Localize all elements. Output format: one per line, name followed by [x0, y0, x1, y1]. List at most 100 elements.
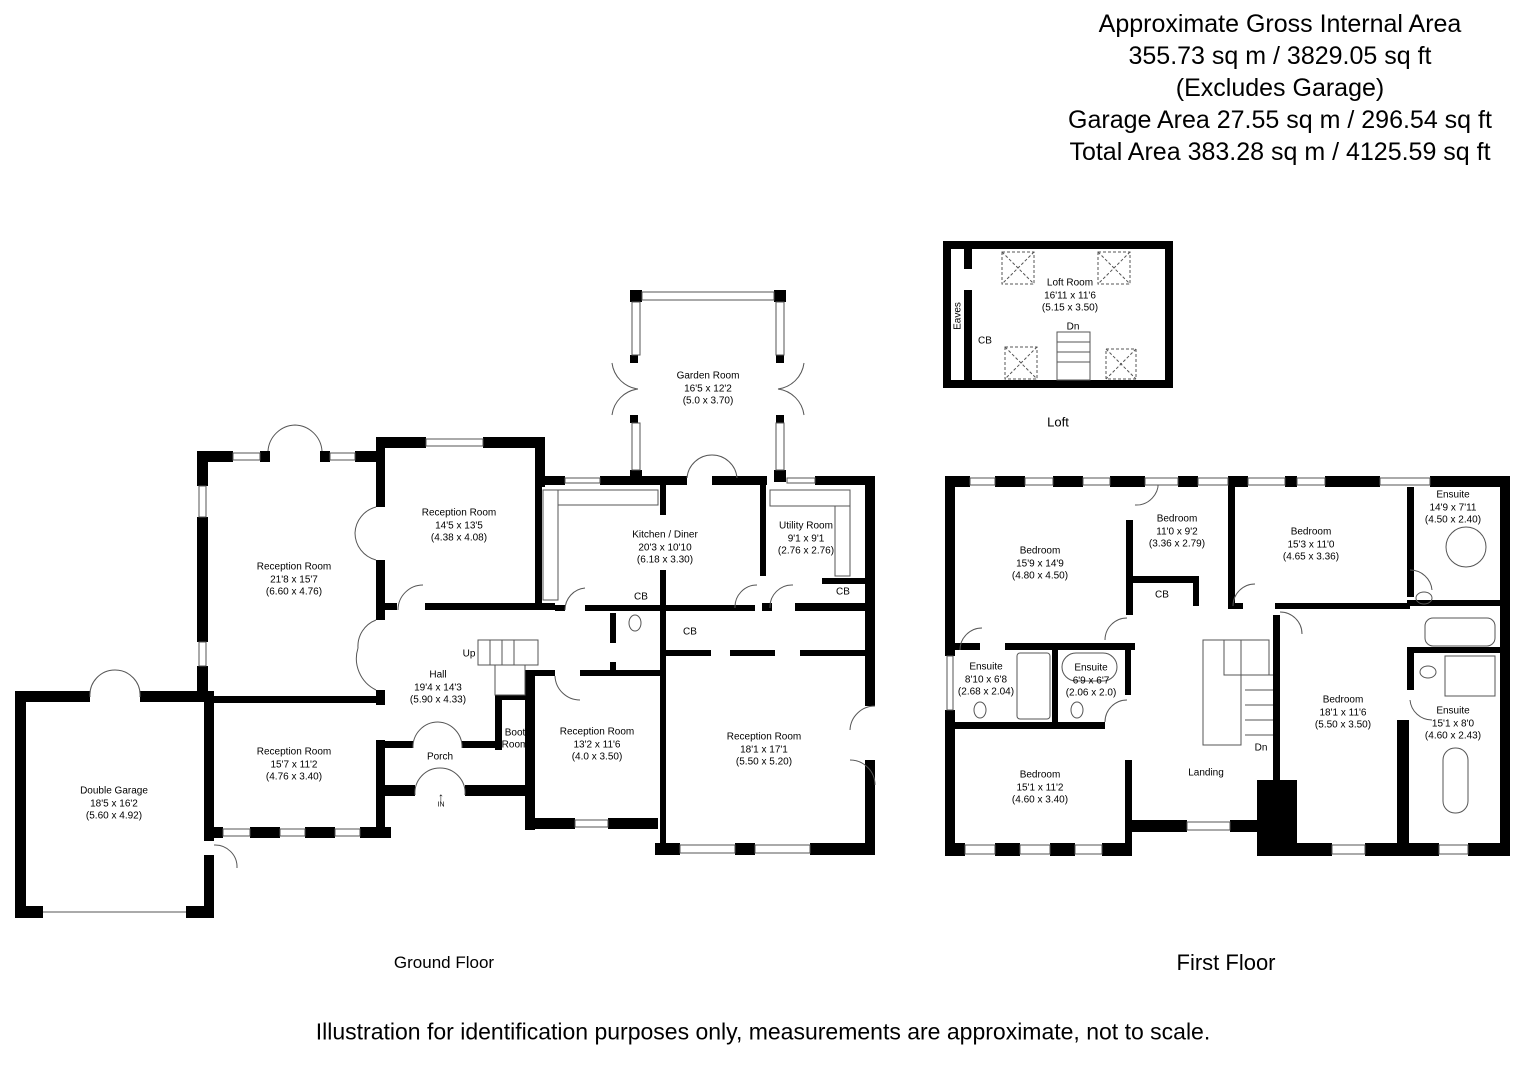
excludes-garage-note: (Excludes Garage): [1175, 74, 1385, 102]
room-dimensions-imperial: 18'1 x 11'6: [1319, 706, 1367, 718]
area-summary: Approximate Gross Internal Area 355.73 s…: [1040, 8, 1520, 168]
room-label-reception-room-5: Reception Room 18'1 x 17'1 (5.50 x 5.20): [727, 731, 801, 769]
hall-stairs: [477, 639, 539, 666]
loft-walls: [943, 241, 1173, 388]
room-dimensions-imperial: 6'9 x 6'7: [1072, 674, 1110, 686]
loft-title: Loft: [1047, 414, 1069, 430]
room-dimensions-metric: (5.60 x 4.92): [85, 810, 143, 822]
room-label-garden-room: Garden Room 16'5 x 12'2 (5.0 x 3.70): [677, 370, 740, 408]
room-name: Bedroom: [1290, 526, 1332, 538]
ground-floor-walls: [15, 290, 875, 918]
room-label-ensuite-4: Ensuite 15'1 x 8'0 (4.60 x 2.43): [1425, 705, 1481, 743]
landing-label: Landing: [1188, 767, 1224, 779]
landing-stairs: [1202, 639, 1242, 746]
loft-skylights: [1001, 251, 1137, 380]
room-name: Reception Room: [256, 561, 332, 573]
room-dimensions-imperial: 13'2 x 11'6: [573, 738, 621, 750]
shower-tray: [1016, 652, 1051, 720]
room-dimensions-metric: (4.60 x 3.40): [1011, 794, 1069, 806]
room-dimensions-imperial: 20'3 x 10'10: [638, 541, 692, 553]
boot-room-label-line2: Room: [501, 739, 529, 751]
room-label-loft-room: Loft Room 16'11 x 11'6 (5.15 x 3.50): [1042, 277, 1098, 315]
room-dimensions-metric: (5.50 x 5.20): [735, 756, 793, 768]
room-dimensions-metric: (4.76 x 3.40): [265, 771, 323, 783]
room-dimensions-imperial: 15'9 x 14'9: [1016, 557, 1064, 569]
room-label-bedroom-5: Bedroom 15'1 x 11'2 (4.60 x 3.40): [1012, 769, 1068, 807]
room-dimensions-metric: (3.36 x 2.79): [1148, 538, 1206, 550]
room-name: Reception Room: [256, 746, 332, 758]
room-name: Ensuite: [1074, 662, 1108, 674]
room-dimensions-metric: (2.76 x 2.76): [777, 545, 835, 557]
room-label-bedroom-2: Bedroom 11'0 x 9'2 (3.36 x 2.79): [1149, 513, 1205, 551]
room-label-bedroom-1: Bedroom 15'9 x 14'9 (4.80 x 4.50): [1012, 545, 1068, 583]
room-label-reception-room-1: Reception Room 21'8 x 15'7 (6.60 x 4.76): [257, 561, 331, 599]
room-dimensions-imperial: 21'8 x 15'7: [270, 573, 318, 585]
room-dimensions-imperial: 19'4 x 14'3: [414, 681, 462, 693]
room-label-double-garage: Double Garage 18'5 x 16'2 (5.60 x 4.92): [80, 785, 148, 823]
kitchen-cupboard-label: CB: [634, 591, 648, 603]
room-name: Double Garage: [80, 785, 148, 797]
first-floor-cupboard-label: CB: [1155, 589, 1169, 601]
room-name: Ensuite: [1436, 489, 1470, 501]
room-label-utility-room: Utility Room 9'1 x 9'1 (2.76 x 2.76): [778, 520, 834, 558]
room-dimensions-metric: (4.60 x 2.43): [1424, 730, 1482, 742]
room-label-bedroom-3: Bedroom 15'3 x 11'0 (4.65 x 3.36): [1283, 526, 1339, 564]
room-name: Ensuite: [969, 661, 1003, 673]
room-dimensions-metric: (4.80 x 4.50): [1011, 570, 1069, 582]
landing-stairs-down-label: Dn: [1254, 742, 1268, 754]
ground-floor-title: Ground Floor: [393, 953, 495, 972]
garage-area: Garage Area 27.55 sq m / 296.54 sq ft: [1068, 106, 1492, 134]
room-label-reception-room-4: Reception Room 13'2 x 11'6 (4.0 x 3.50): [560, 726, 634, 764]
room-dimensions-imperial: 15'3 x 11'0: [1287, 538, 1335, 550]
first-floor-title: First Floor: [1176, 950, 1276, 975]
room-dimensions-imperial: 15'1 x 11'2: [1016, 781, 1064, 793]
room-label-ensuite-2: Ensuite 8'10 x 6'8 (2.68 x 2.04): [958, 661, 1014, 699]
room-dimensions-metric: (4.65 x 3.36): [1282, 551, 1340, 563]
room-dimensions-metric: (2.68 x 2.04): [957, 686, 1015, 698]
room-label-hall: Hall 19'4 x 14'3 (5.90 x 4.33): [410, 669, 466, 707]
stairs-up-label: Up: [462, 648, 476, 660]
room-name: Hall: [429, 669, 447, 681]
room-name: Reception Room: [726, 731, 802, 743]
room-label-kitchen-diner: Kitchen / Diner 20'3 x 10'10 (6.18 x 3.3…: [632, 529, 698, 567]
disclaimer: Illustration for identification purposes…: [315, 1018, 1211, 1045]
entrance-arrow-icon: ↑: [438, 790, 444, 804]
room-dimensions-imperial: 18'1 x 17'1: [740, 743, 788, 755]
room-name: Reception Room: [421, 507, 497, 519]
boot-room-label-line1: Boot: [504, 727, 526, 739]
room-dimensions-metric: (6.60 x 4.76): [265, 586, 323, 598]
room-dimensions-metric: (4.50 x 2.40): [1424, 514, 1482, 526]
room-dimensions-imperial: 11'0 x 9'2: [1156, 525, 1198, 537]
internal-area: 355.73 sq m / 3829.05 sq ft: [1128, 42, 1432, 70]
room-name: Bedroom: [1019, 545, 1061, 557]
room-label-reception-room-2: Reception Room 14'5 x 13'5 (4.38 x 4.08): [422, 507, 496, 545]
room-name: Ensuite: [1436, 705, 1470, 717]
spiral-shower: [1445, 526, 1487, 568]
entrance-label: IN: [437, 801, 445, 809]
room-label-ensuite-1: Ensuite 14'9 x 7'11 (4.50 x 2.40): [1425, 489, 1481, 527]
room-dimensions-imperial: 14'5 x 13'5: [435, 519, 483, 531]
room-dimensions-metric: (5.15 x 3.50): [1041, 302, 1099, 314]
room-dimensions-metric: (5.90 x 4.33): [409, 694, 467, 706]
room-label-bedroom-4: Bedroom 18'1 x 11'6 (5.50 x 3.50): [1315, 694, 1371, 732]
eaves-label: Eaves: [952, 302, 964, 330]
room-name: Loft Room: [1046, 277, 1094, 289]
first-floor-walls: [945, 476, 1510, 856]
room-label-reception-room-3: Reception Room 15'7 x 11'2 (4.76 x 3.40): [257, 746, 331, 784]
room-dimensions-metric: (5.50 x 3.50): [1314, 719, 1372, 731]
room-dimensions-metric: (6.18 x 3.30): [636, 554, 694, 566]
room-dimensions-imperial: 8'10 x 6'8: [964, 673, 1008, 685]
total-area: Total Area 383.28 sq m / 4125.59 sq ft: [1069, 138, 1491, 166]
room-name: Bedroom: [1322, 694, 1364, 706]
loft-stairs-down-label: Dn: [1066, 321, 1080, 333]
room-name: Bedroom: [1156, 513, 1198, 525]
utility-cupboard-label: CB: [836, 586, 850, 598]
room-dimensions-metric: (4.38 x 4.08): [430, 532, 488, 544]
room-dimensions-imperial: 18'5 x 16'2: [90, 797, 138, 809]
bath-tub: [1061, 652, 1118, 682]
room-dimensions-imperial: 15'1 x 8'0: [1431, 717, 1475, 729]
room-name: Utility Room: [779, 520, 833, 532]
room-name: Reception Room: [559, 726, 635, 738]
room-dimensions-metric: (4.0 x 3.50): [571, 751, 623, 763]
